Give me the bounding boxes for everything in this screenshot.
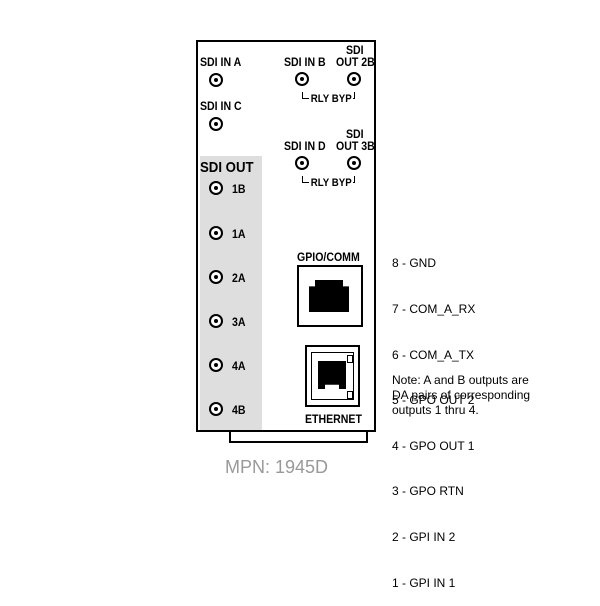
- sdi-in-b-label: SDI IN B: [284, 55, 326, 69]
- sdi-out-section: [200, 156, 262, 430]
- sdi-in-d-connector: [295, 156, 309, 170]
- pinout-item: 1 - GPI IN 1: [392, 575, 456, 590]
- sdi-out-1a-label: 1A: [232, 227, 246, 241]
- pinout-item: 5 - GPO OUT 2: [392, 393, 475, 408]
- sdi-out-2a-label: 2A: [232, 271, 246, 285]
- pinout-item: 3 - GPO RTN: [392, 484, 464, 499]
- pinout-item: 2 - GPI IN 2: [392, 530, 456, 545]
- rj45-socket-icon: [318, 361, 346, 389]
- sdi-out-3b-connector: [347, 156, 361, 170]
- sdi-in-c-connector: [209, 117, 223, 131]
- sdi-out-3a-connector: [209, 314, 223, 328]
- rj45-jack-frame: [311, 352, 354, 400]
- ethernet-port: [305, 345, 360, 407]
- sdi-out-1a-connector: [209, 226, 223, 240]
- pinout-item: 7 - COM_A_RX: [392, 302, 476, 317]
- rj45-socket-icon: [309, 280, 349, 312]
- sdi-out-2b-connector: [347, 72, 361, 86]
- sdi-out-4a-label: 4A: [232, 359, 246, 373]
- sdi-out-3a-label: 3A: [232, 315, 246, 329]
- sdi-out-2b-label-bottom: OUT 2B: [336, 55, 375, 69]
- gpio-comm-label: GPIO/COMM: [297, 250, 360, 264]
- rly-byp-label-1: RLY BYP: [309, 93, 354, 105]
- pinout-item: 6 - COM_A_TX: [392, 347, 475, 362]
- panel-bracket: [229, 432, 368, 443]
- pinout-item: 4 - GPO OUT 1: [392, 438, 475, 453]
- outputs-note: Note: A and B outputs are DA pairs of co…: [392, 373, 531, 418]
- sdi-in-a-label: SDI IN A: [200, 55, 242, 69]
- link-led-icon: [347, 355, 353, 363]
- rly-byp-label-2: RLY BYP: [309, 177, 354, 189]
- sdi-in-d-label: SDI IN D: [284, 139, 326, 153]
- sdi-out-heading: SDI OUT: [200, 159, 254, 176]
- sdi-out-2a-connector: [209, 270, 223, 284]
- mpn-label: MPN: 1945D: [225, 457, 329, 477]
- ethernet-label: ETHERNET: [305, 412, 362, 426]
- sdi-out-4b-label: 4B: [232, 403, 246, 417]
- sdi-out-1b-label: 1B: [232, 182, 246, 196]
- sdi-in-b-connector: [295, 72, 309, 86]
- sdi-out-3b-label-bottom: OUT 3B: [336, 139, 375, 153]
- sdi-out-3b-label-top: SDI: [346, 127, 364, 141]
- sdi-out-4b-connector: [209, 402, 223, 416]
- sdi-out-2b-label-top: SDI: [346, 43, 364, 57]
- activity-led-icon: [347, 391, 353, 399]
- sdi-in-a-connector: [209, 73, 223, 87]
- gpio-comm-port: [297, 265, 363, 327]
- sdi-in-c-label: SDI IN C: [200, 99, 242, 113]
- sdi-out-1b-connector: [209, 181, 223, 195]
- sdi-out-4a-connector: [209, 358, 223, 372]
- pinout-item: 8 - GND: [392, 256, 437, 271]
